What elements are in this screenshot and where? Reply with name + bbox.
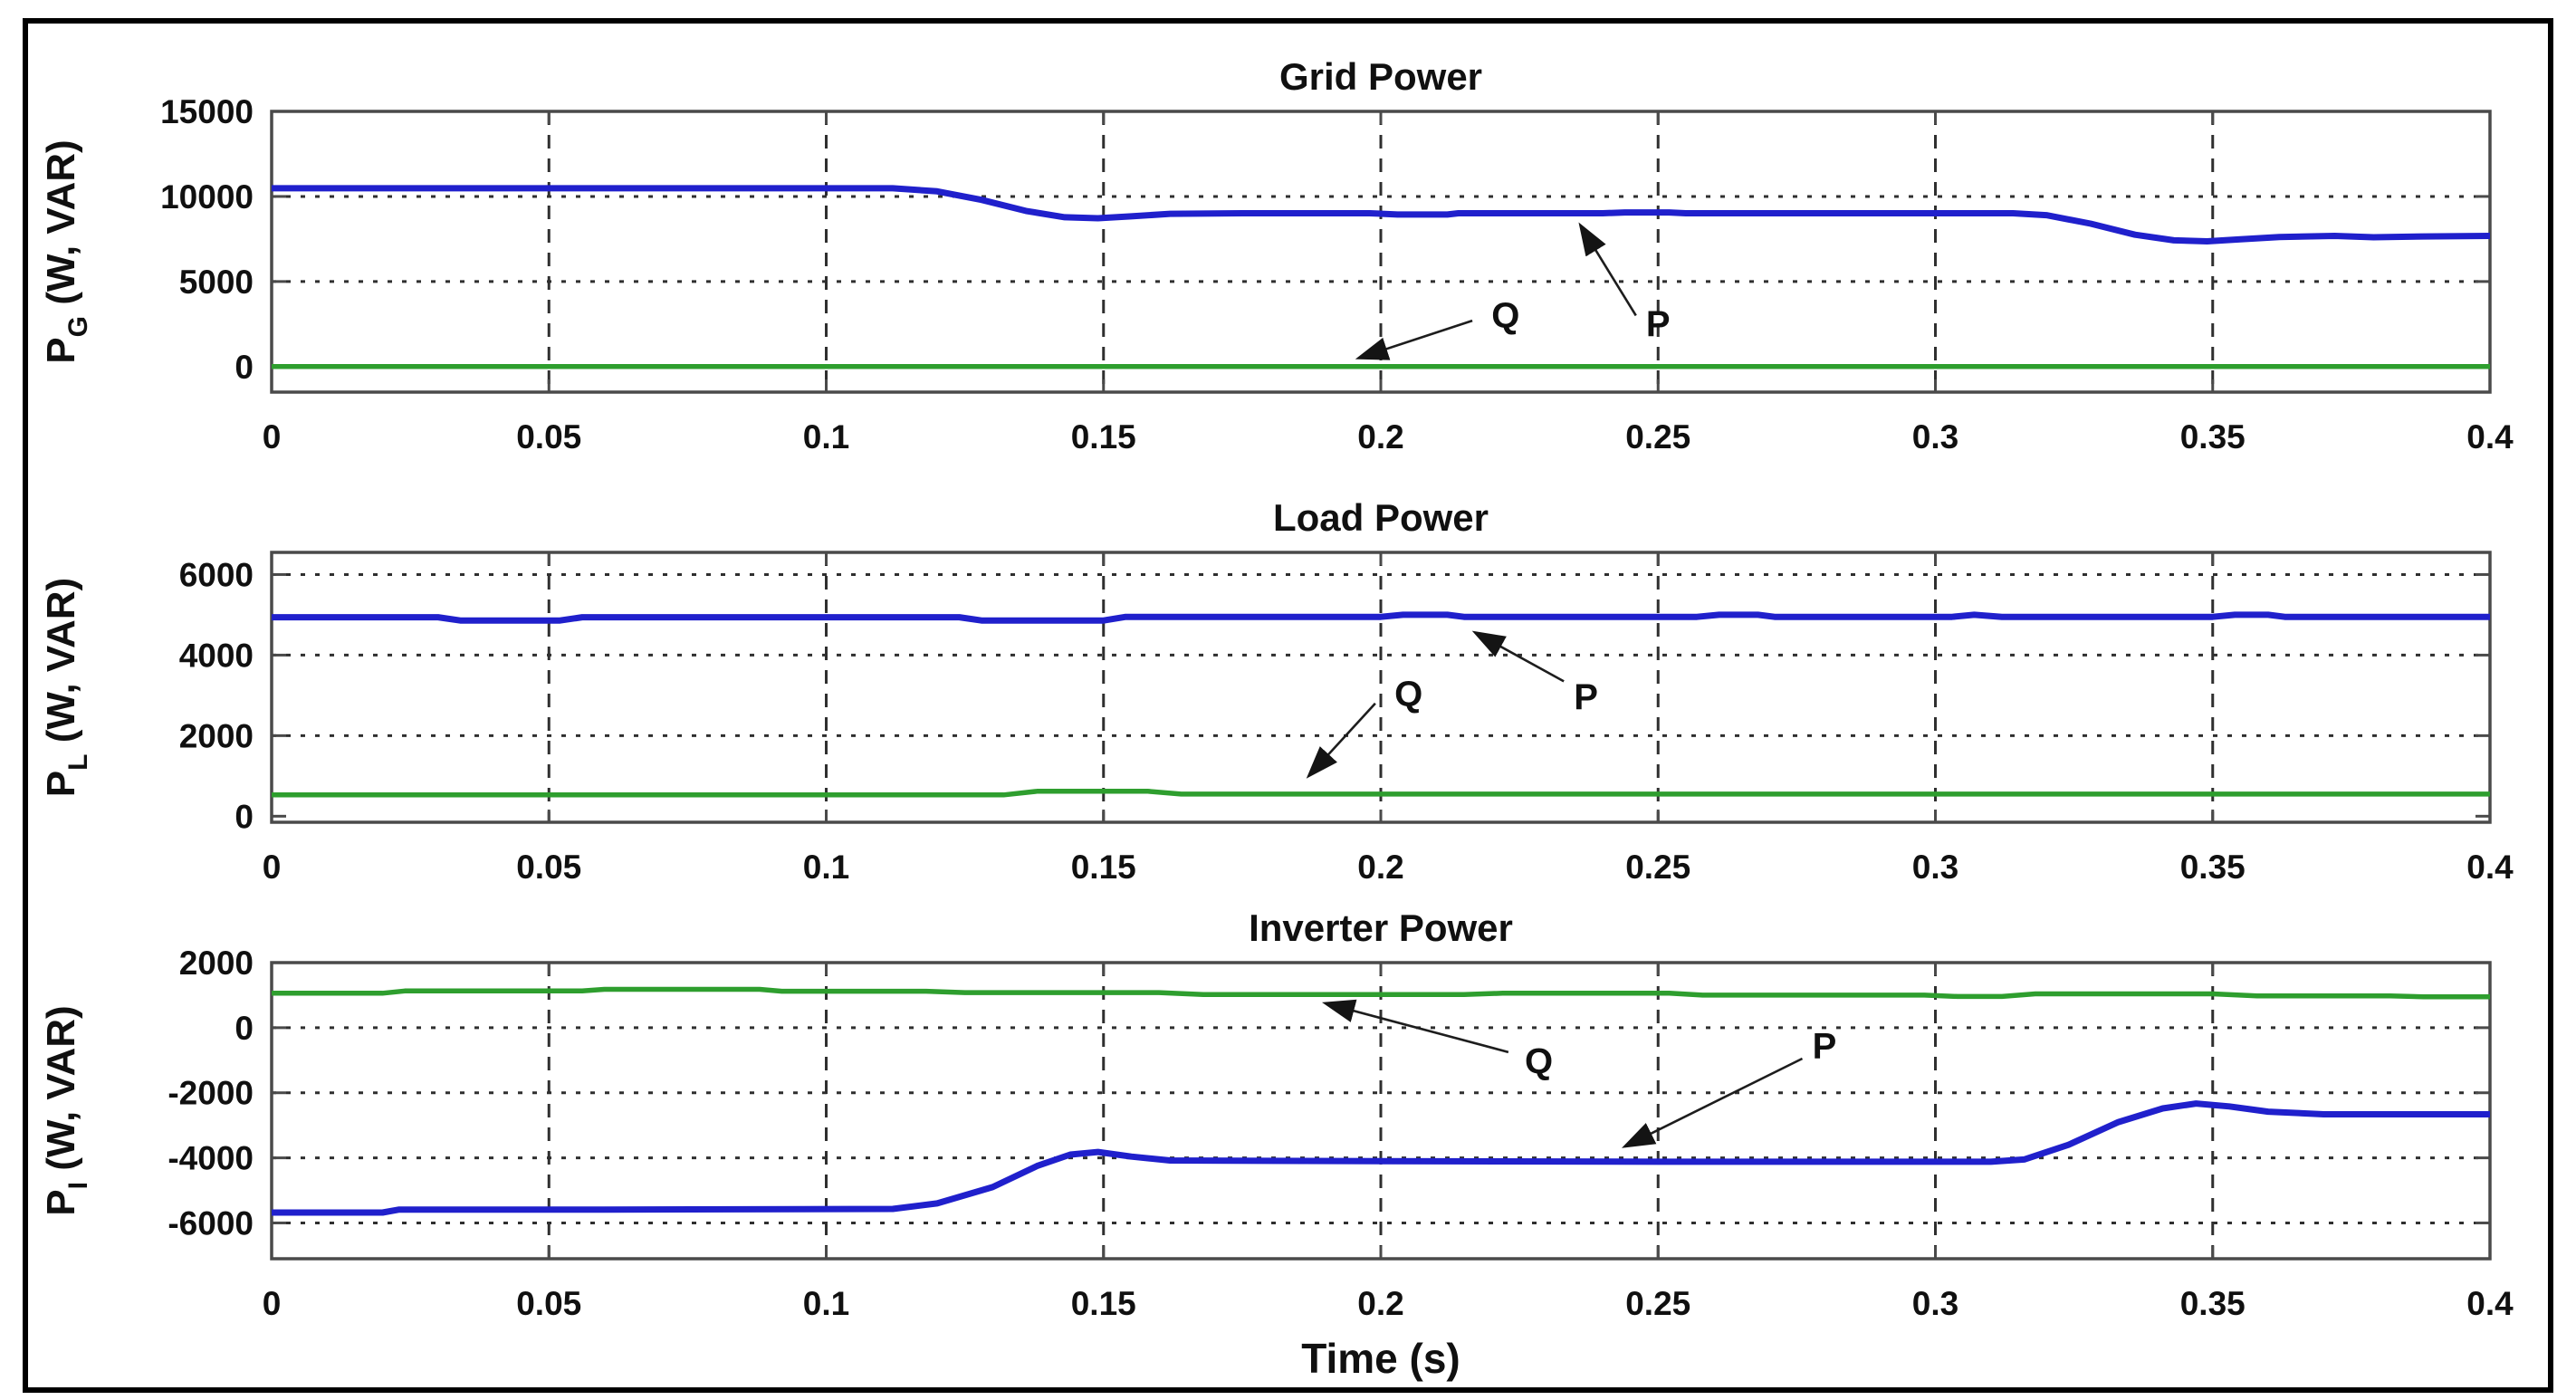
x-tick-label: 0.4 <box>2466 418 2514 455</box>
x-tick-label: 0.4 <box>2466 849 2514 886</box>
x-tick-label: 0 <box>263 418 282 455</box>
y-axis-label-units: (W, VAR) <box>39 578 83 754</box>
y-tick-label: 0 <box>235 1010 254 1047</box>
x-tick-label: 0.15 <box>1071 849 1136 886</box>
x-tick-label: 0.15 <box>1071 1285 1136 1322</box>
y-tick-label: -4000 <box>168 1140 254 1177</box>
y-tick-label: 0 <box>235 798 254 835</box>
annotation-label: P <box>1813 1027 1837 1067</box>
y-tick-label: 5000 <box>179 264 254 301</box>
y-axis-label: PI (W, VAR) <box>39 1005 93 1215</box>
y-tick-label: 4000 <box>179 637 254 674</box>
y-axis-label-main: P <box>39 1189 83 1215</box>
x-tick-label: 0.1 <box>803 418 849 455</box>
x-tick-label: 0.35 <box>2180 418 2246 455</box>
y-tick-label: 0 <box>235 349 254 386</box>
x-tick-label: 0.1 <box>803 1285 849 1322</box>
x-tick-label: 0.3 <box>1912 849 1958 886</box>
annotation-label: P <box>1646 304 1671 344</box>
x-tick-label: 0.35 <box>2180 849 2246 886</box>
annotation-arrow <box>1355 319 1473 360</box>
annotation-arrow <box>1471 630 1565 683</box>
x-tick-label: 0.2 <box>1357 849 1403 886</box>
x-axis-label: Time (s) <box>1301 1335 1460 1382</box>
x-tick-label: 0.05 <box>516 849 581 886</box>
subplot-1: Q P Load Power 0 0.05 0.1 0.15 0.2 0.25 0.3 0.35 0.… <box>39 496 2514 886</box>
x-tick-label: 0.05 <box>516 418 581 455</box>
y-axis-label-subscript: G <box>63 316 93 337</box>
series-line-Q <box>272 789 2490 798</box>
series-line-P <box>272 1100 2490 1216</box>
annotation-arrow <box>1578 222 1637 317</box>
annotation-label: Q <box>1394 675 1422 714</box>
annotation-label: P <box>1574 677 1598 717</box>
x-tick-label: 0.3 <box>1912 1285 1958 1322</box>
y-axis-label: PG (W, VAR) <box>39 139 93 363</box>
x-tick-label: 0.4 <box>2466 1285 2514 1322</box>
x-tick-label: 0.35 <box>2180 1285 2246 1322</box>
y-axis-label-units: (W, VAR) <box>39 1005 83 1182</box>
series-line-Q <box>272 986 2490 1000</box>
x-tick-label: 0 <box>263 1285 282 1322</box>
y-tick-label: 2000 <box>179 717 254 754</box>
subplot-0: Q P Grid Power 0 0.05 0.1 0.15 0.2 0.25 0.3 0.35 0.… <box>39 55 2514 455</box>
x-tick-label: 0 <box>263 849 282 886</box>
annotation-label: Q <box>1525 1041 1553 1081</box>
plot-area <box>272 552 2490 822</box>
y-tick-label: 10000 <box>160 178 254 216</box>
x-tick-label: 0.05 <box>516 1285 581 1322</box>
subplot-2: Q P Inverter Power 0 0.05 0.1 0.15 0.2 0.25 0.3 0.… <box>39 906 2514 1322</box>
y-axis-label-main: P <box>39 771 83 797</box>
y-tick-label: 6000 <box>179 556 254 593</box>
y-axis-label: PL (W, VAR) <box>39 578 93 797</box>
y-axis-label-subscript: L <box>63 754 93 771</box>
x-tick-label: 0.25 <box>1625 1285 1690 1322</box>
x-tick-label: 0.3 <box>1912 418 1958 455</box>
y-tick-label: 15000 <box>160 93 254 130</box>
x-tick-label: 0.1 <box>803 849 849 886</box>
y-tick-label: 2000 <box>179 945 254 982</box>
y-axis-label-units: (W, VAR) <box>39 139 83 316</box>
series-line-P <box>272 185 2491 245</box>
annotation-label: Q <box>1491 296 1519 336</box>
axes-border <box>270 551 2492 824</box>
x-tick-label: 0.2 <box>1357 418 1403 455</box>
y-axis-label-main: P <box>39 337 83 363</box>
y-tick-label: -6000 <box>168 1204 254 1242</box>
x-tick-label: 0.25 <box>1625 418 1690 455</box>
annotation-arrow <box>1306 702 1376 779</box>
axes-border <box>270 110 2492 394</box>
plot-title: Inverter Power <box>1249 906 1513 949</box>
x-tick-label: 0.2 <box>1357 1285 1403 1322</box>
annotation-arrow <box>1622 1057 1804 1148</box>
x-tick-label: 0.15 <box>1071 418 1136 455</box>
annotation-arrow <box>1321 999 1509 1054</box>
series-line-P <box>272 611 2490 624</box>
plots-group: Q P Grid Power 0 0.05 0.1 0.15 0.2 0.25 0.3 0.35 0.… <box>39 55 2514 1382</box>
plot-title: Load Power <box>1273 496 1489 539</box>
x-tick-label: 0.25 <box>1625 849 1690 886</box>
plot-title: Grid Power <box>1279 55 1482 98</box>
axes-border <box>270 961 2492 1261</box>
y-tick-label: -2000 <box>168 1075 254 1112</box>
y-axis-label-subscript: I <box>63 1182 93 1189</box>
